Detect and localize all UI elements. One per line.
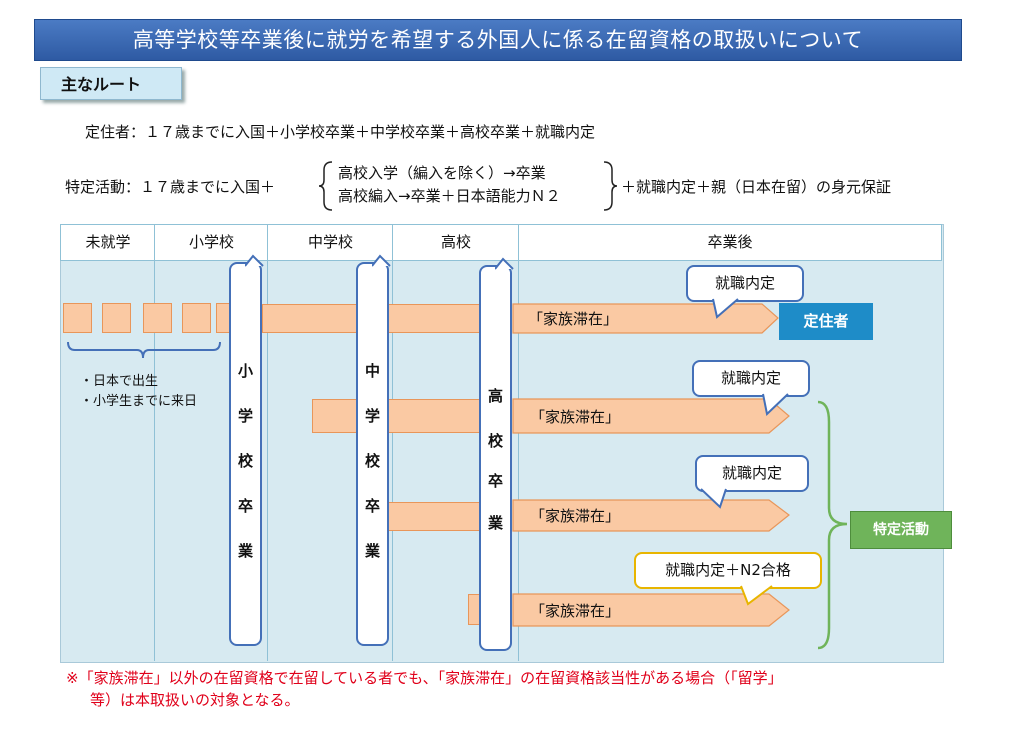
job-offer-n2-callout: 就職内定＋N2合格 [634,552,822,589]
left-brace-icon [318,161,333,211]
stay-bar-row2-segment [388,399,484,433]
stay-bar-row3-segment [388,502,484,531]
high-grad-char: 業 [487,514,503,532]
high-school-graduation-box [479,265,512,651]
graduation-tab-icon [495,257,514,270]
graduation-tab-icon [245,254,264,267]
junior-grad-char: 中 [364,362,380,380]
entry-condition-elementary: ・小学生までに来日 [80,394,198,409]
preschool-period-block [182,303,211,333]
row1-status-label: 「家族滞在」 [528,310,619,328]
row2-status-label: 「家族滞在」 [530,408,621,426]
job-offer-callout: 就職内定 [686,265,804,302]
callout-pointer-icon [700,488,727,509]
column-divider [267,224,268,661]
job-offer-callout: 就職内定 [695,455,809,492]
job-offer-callout: 就職内定 [692,360,810,397]
elementary-grad-char: 業 [237,542,253,560]
high-grad-char: 高 [487,387,503,405]
header-elementary: 小学校 [188,233,234,251]
tokutei-status-box: 特定活動 [850,511,952,549]
stay-arrow-row4 [512,593,790,627]
preschool-bracket-icon [67,341,221,359]
entry-conditions-list: ・日本で出生 ・小学生までに来日 [80,372,197,412]
graduation-tab-icon [372,254,391,267]
teijusha-status-box: 定住者 [779,303,873,340]
junior-grad-char: 業 [364,542,380,560]
header-high-school: 高校 [440,233,471,251]
header-after-graduation: 卒業後 [707,233,753,251]
entry-condition-born: ・日本で出生 [80,374,159,389]
row3-status-label: 「家族滞在」 [530,507,621,525]
tokutei-route-suffix: ＋就職内定＋親（日本在留）の身元保証 [621,178,892,196]
callout-pointer-icon [712,298,739,319]
preschool-period-block [102,303,131,333]
preschool-period-block [216,303,230,333]
right-brace-icon [603,161,618,211]
stay-arrow-row2 [512,398,790,434]
preschool-period-block [63,303,92,333]
elementary-grad-char: 校 [237,452,253,470]
junior-grad-char: 卒 [364,497,380,515]
junior-grad-char: 学 [364,407,380,425]
preschool-period-block [143,303,172,333]
tokutei-option-2: 高校編入→卒業＋日本語能力Ｎ２ [338,187,561,205]
elementary-grad-char: 小 [237,362,253,380]
header-junior-high: 中学校 [307,233,353,251]
callout-pointer-icon [762,393,789,416]
junior-grad-char: 校 [364,452,380,470]
header-preschool: 未就学 [85,233,131,251]
stage-header-row: 未就学 小学校 中学校 高校 卒業後 [60,224,942,261]
tokutei-option-1: 高校入学（編入を除く）→卒業 [338,164,546,182]
page-title: 高等学校等卒業後に就労を希望する外国人に係る在留資格の取扱いについて [34,19,962,61]
elementary-grad-char: 卒 [237,497,253,515]
teijusha-route-text: 定住者：１７歳までに入国＋小学校卒業＋中学校卒業＋高校卒業＋就職内定 [85,123,596,141]
tokutei-route-prefix: 特定活動：１７歳までに入国＋ [65,178,276,196]
column-divider [154,224,155,661]
stay-bar-row2-segment [312,399,357,433]
high-grad-char: 卒 [487,472,503,490]
elementary-grad-char: 学 [237,407,253,425]
tokutei-bracket-icon [817,400,848,650]
row4-status-label: 「家族滞在」 [530,602,621,620]
callout-pointer-icon [740,585,773,606]
footnote-line-1: ※「家族滞在」以外の在留資格で在留している者でも、「家族滞在」の在留資格該当性が… [66,669,783,687]
column-divider [392,224,393,661]
column-divider [518,224,519,661]
footnote-line-2: 等）は本取扱いの対象となる。 [90,691,300,709]
junior-high-graduation-box [356,262,389,646]
elementary-graduation-box [229,262,262,646]
route-badge: 主なルート [40,67,182,100]
high-grad-char: 校 [487,432,503,450]
